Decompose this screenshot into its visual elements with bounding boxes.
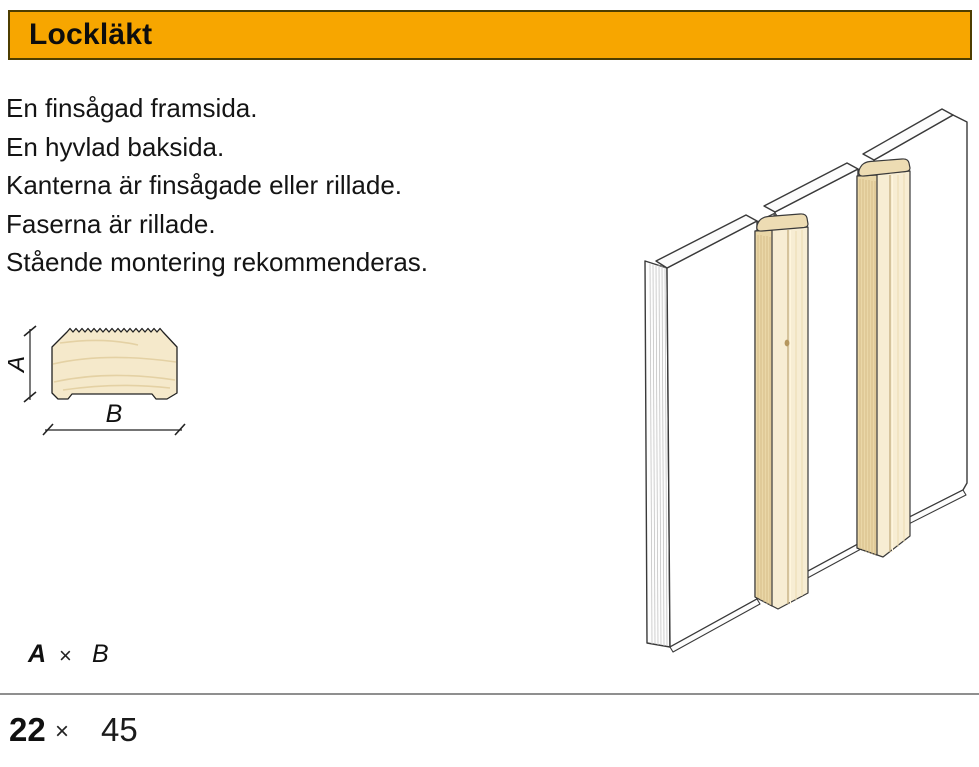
batten-right-top-face xyxy=(858,158,911,177)
profile-diagram: A B xyxy=(8,325,186,436)
description-line: Stående montering rekommenderas. xyxy=(6,247,429,278)
dimension-a-tick-bottom xyxy=(23,391,37,403)
batten-right xyxy=(856,158,911,558)
section-divider xyxy=(0,693,979,695)
board-left-bottom-edge xyxy=(669,598,761,653)
product-description: En finsågad framsida. En hyvlad baksida.… xyxy=(6,89,626,282)
board-left-top-face xyxy=(655,214,758,269)
batten-left-face-grain xyxy=(795,230,803,600)
dimension-times-sign: × xyxy=(55,718,70,745)
header-bar: Lockläkt xyxy=(8,10,972,60)
formula-row: A × B xyxy=(0,640,400,674)
dimension-a-tick-top xyxy=(23,325,37,337)
dimension-b-label: B xyxy=(106,400,123,428)
wood-cross-section xyxy=(51,327,178,400)
description-line: En finsågad framsida. xyxy=(6,93,258,123)
dimension-values-row: 22 × 45 xyxy=(0,711,400,751)
dimension-a-value: 22 xyxy=(9,711,46,748)
dimension-a-label: A xyxy=(8,356,30,374)
wall-illustration xyxy=(644,108,968,653)
board-left-front-face xyxy=(666,220,758,648)
batten-left-chamfer-face xyxy=(754,229,773,607)
batten-left-side-grain xyxy=(757,235,771,605)
formula-a-label: A xyxy=(28,640,47,668)
dimension-b-value: 45 xyxy=(101,711,138,748)
wood-grain-lines xyxy=(52,339,177,391)
description-line: Kanterna är finsågade eller rillade. xyxy=(6,170,403,201)
formula-times-sign: × xyxy=(59,643,72,668)
batten-right-face-grain xyxy=(897,174,905,547)
batten-left-knot xyxy=(784,339,790,347)
batten-right-side-grain xyxy=(859,179,876,555)
batten-left xyxy=(754,213,809,610)
description-line: Faserna är rillade. xyxy=(6,208,216,239)
batten-left-top-face xyxy=(756,213,809,232)
formula-b-label: B xyxy=(92,640,109,668)
description-line: En hyvlad baksida. xyxy=(6,131,225,162)
page-title: Lockläkt xyxy=(29,18,153,51)
dimension-b-tick-left xyxy=(42,423,54,436)
board-left-side-hatching xyxy=(649,262,668,647)
board-right-top-face xyxy=(862,108,954,161)
board-middle-top-face xyxy=(763,162,859,213)
dimension-b-tick-right xyxy=(174,423,186,436)
